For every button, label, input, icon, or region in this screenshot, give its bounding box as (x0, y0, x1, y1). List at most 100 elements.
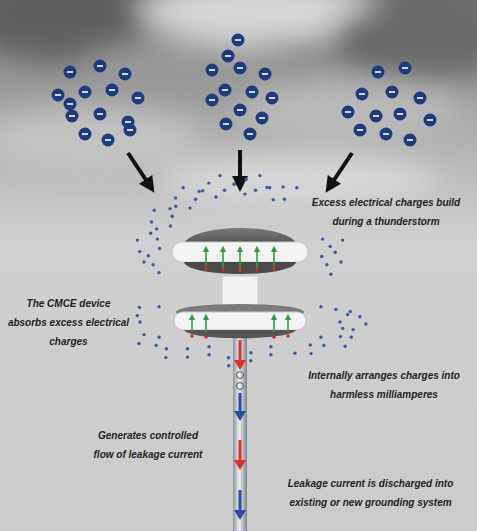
small-charge (344, 345, 347, 348)
small-charge (207, 353, 210, 356)
small-charge (227, 364, 230, 367)
small-charge (341, 238, 344, 241)
small-charge (329, 245, 332, 248)
lower-bowl (184, 330, 296, 338)
small-charge (197, 190, 200, 193)
small-charge (351, 328, 354, 331)
small-charge (346, 313, 349, 316)
small-charge (158, 247, 161, 250)
small-charge (136, 314, 139, 317)
small-charge (283, 198, 286, 201)
small-charge (223, 189, 226, 192)
small-charge (325, 263, 328, 266)
small-charge (341, 327, 344, 330)
small-charge (268, 186, 271, 189)
small-charge (150, 220, 153, 223)
callout-text: The CMCE device absorbs excess electrica… (6, 294, 131, 351)
red-charge-dots (190, 266, 290, 339)
small-charge (338, 320, 341, 323)
cmce-device (172, 228, 308, 531)
small-charge (165, 347, 168, 350)
small-charge (138, 250, 141, 253)
small-charge (218, 174, 221, 177)
small-charge (269, 345, 272, 348)
arrow-left (128, 153, 150, 186)
callout-text: Internally arranges charges into harmles… (295, 366, 473, 404)
negative-charge (79, 128, 92, 141)
negative-charge (94, 108, 107, 121)
negative-charge (79, 86, 92, 99)
small-charge (364, 322, 367, 325)
negative-charge (370, 110, 383, 123)
small-charge (358, 315, 361, 318)
small-charge (164, 356, 167, 359)
small-charge (249, 359, 252, 362)
small-charge (157, 305, 160, 308)
negative-charge (404, 134, 417, 147)
small-charge (334, 251, 337, 254)
small-charge (322, 344, 325, 347)
upward-green-arrows (192, 249, 288, 332)
small-charge (339, 335, 342, 338)
small-charge (136, 238, 139, 241)
small-charge (186, 355, 189, 358)
negative-charge (106, 84, 119, 97)
negative-charge (64, 66, 77, 79)
small-charge (138, 306, 141, 309)
small-charge (174, 196, 177, 199)
small-charge (201, 189, 204, 192)
small-charge (233, 182, 236, 185)
lower-ring (174, 312, 306, 330)
small-charge (168, 207, 171, 210)
small-charge (214, 195, 217, 198)
small-charge (186, 347, 189, 350)
small-charge (169, 224, 172, 227)
small-charge (207, 345, 210, 348)
small-charge (254, 189, 257, 192)
small-charge (281, 185, 284, 188)
negative-charge (119, 68, 132, 81)
storm-clouds (0, 0, 477, 205)
negative-charge (380, 128, 393, 141)
small-charge (156, 237, 159, 240)
small-charge (245, 178, 248, 181)
small-charge (232, 183, 235, 186)
negative-charge (414, 92, 427, 105)
small-charge (319, 336, 322, 339)
negative-charge (206, 94, 219, 107)
negative-charge (372, 66, 385, 79)
negative-charge (246, 86, 259, 99)
small-charge (138, 320, 141, 323)
callout-text: Generates controlled flow of leakage cur… (92, 426, 204, 464)
negative-charge (219, 84, 232, 97)
small-charge (153, 209, 156, 212)
small-charge (137, 342, 140, 345)
negative-charge (342, 106, 355, 119)
negative-charge (222, 50, 235, 63)
negative-charge (386, 86, 399, 99)
small-charge (171, 215, 174, 218)
small-charge (350, 336, 353, 339)
small-charge (207, 181, 210, 184)
small-charge (157, 271, 160, 274)
small-charge (320, 255, 323, 258)
negative-charge (94, 60, 107, 73)
negative-charge (356, 88, 369, 101)
small-charge (142, 260, 145, 263)
callout-text: Excess electrical charges build during a… (300, 193, 472, 231)
negative-charge (206, 64, 219, 77)
negative-charge (234, 104, 247, 117)
falling-arrows (128, 150, 352, 186)
small-charge (157, 336, 160, 339)
small-charge (269, 353, 272, 356)
small-charge (155, 227, 158, 230)
negative-charge (102, 134, 115, 147)
negative-charge (256, 112, 269, 125)
small-charge (155, 344, 158, 347)
small-charge (151, 263, 154, 266)
current-arrows (234, 340, 246, 520)
small-charge (321, 237, 324, 240)
small-charge (174, 205, 177, 208)
small-charge (293, 352, 296, 355)
